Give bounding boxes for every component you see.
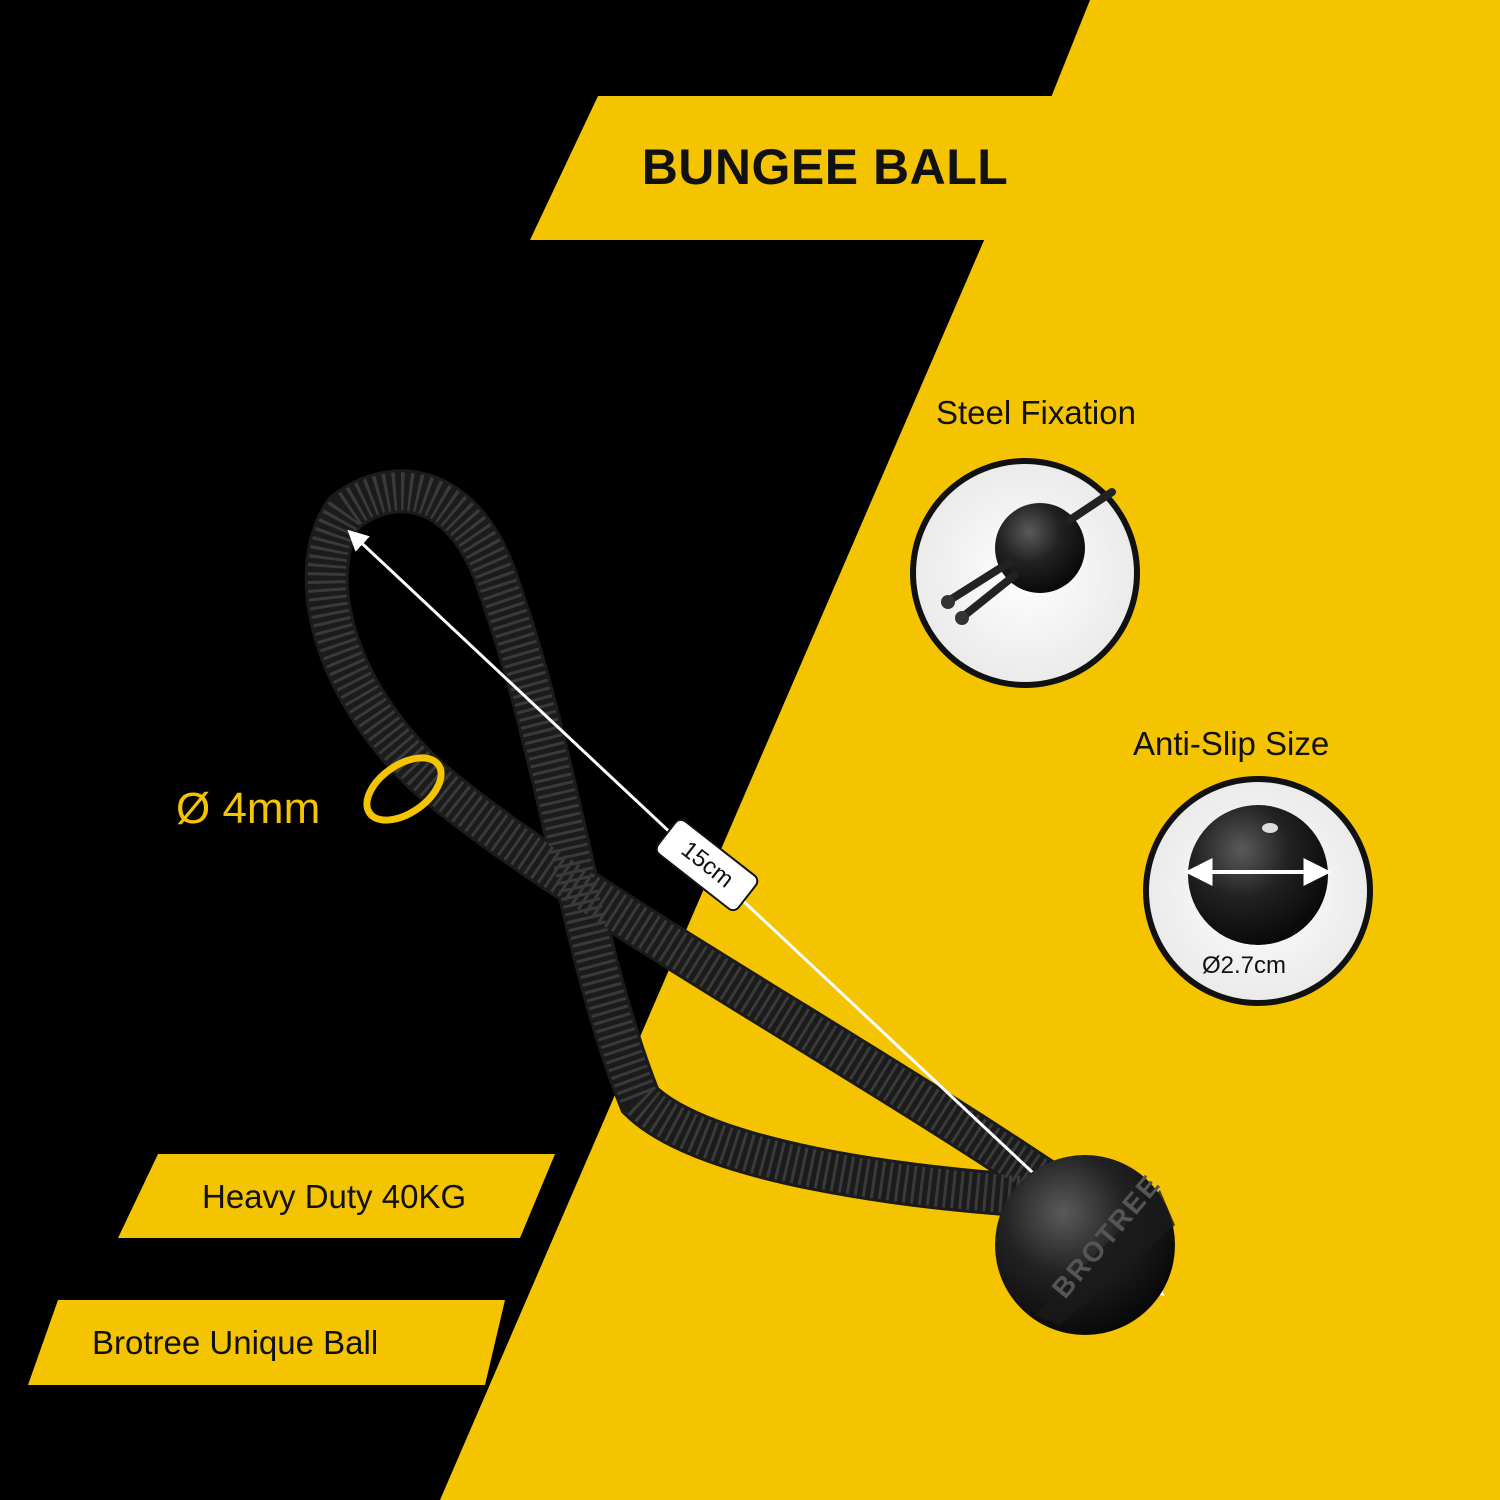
ball-diameter-label: Ø2.7cm bbox=[1202, 952, 1287, 979]
page-title: BUNGEE BALL bbox=[641, 139, 1009, 195]
title-banner bbox=[530, 96, 1106, 240]
steel-fixation-thumbnail bbox=[910, 458, 1140, 688]
cord-diameter-label: Ø 4mm bbox=[176, 784, 321, 833]
steel-fixation-label: Steel Fixation bbox=[936, 394, 1136, 431]
length-arrow-icon bbox=[347, 529, 1165, 1297]
anti-slip-thumbnail bbox=[1143, 776, 1373, 1006]
unique-ball-label: Brotree Unique Ball bbox=[92, 1324, 379, 1361]
bungee-ball-icon: BROTREE bbox=[995, 1155, 1175, 1335]
unique-ball-banner bbox=[28, 1300, 505, 1385]
anti-slip-size-label: Anti-Slip Size bbox=[1133, 725, 1330, 762]
heavy-duty-label: Heavy Duty 40KG bbox=[202, 1178, 467, 1215]
